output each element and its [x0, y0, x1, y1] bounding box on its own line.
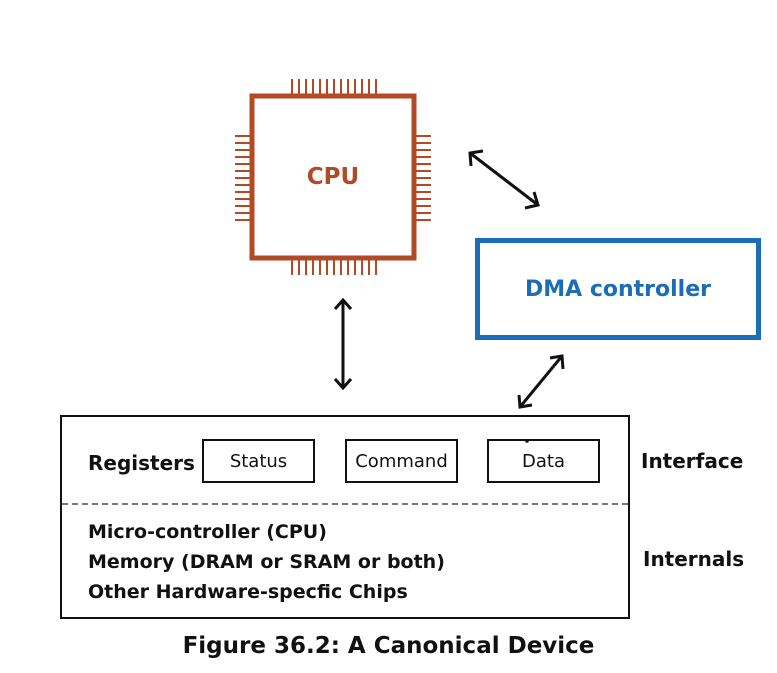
device-box: Registers Status Command Data Micro-cont…: [60, 415, 630, 619]
data-register: Data: [487, 439, 600, 483]
arrow-cpu-dma: [468, 149, 540, 210]
cpu-label: CPU: [306, 164, 360, 190]
interface-label: Interface: [641, 449, 744, 473]
dma-controller-label: DMA controller: [525, 276, 711, 302]
interface-internals-divider: [62, 503, 628, 505]
status-register: Status: [202, 439, 315, 483]
internals-item-microcontroller: Micro-controller (CPU): [88, 521, 327, 543]
internals-item-memory: Memory (DRAM or SRAM or both): [88, 551, 445, 573]
cpu-chip-icon: [235, 79, 431, 275]
internals-label: Internals: [643, 547, 745, 571]
arrow-cpu-device: [333, 297, 353, 391]
command-register: Command: [345, 439, 458, 483]
arrow-dma-device: [517, 354, 565, 409]
internals-list: Micro-controller (CPU) Memory (DRAM or S…: [88, 517, 445, 607]
internals-item-other-chips: Other Hardware-specfic Chips: [88, 581, 408, 603]
registers-label: Registers: [88, 451, 195, 475]
dma-controller-box: DMA controller: [475, 238, 761, 340]
figure-caption: Figure 36.2: A Canonical Device: [182, 633, 595, 659]
cpu-pins: [235, 79, 431, 275]
